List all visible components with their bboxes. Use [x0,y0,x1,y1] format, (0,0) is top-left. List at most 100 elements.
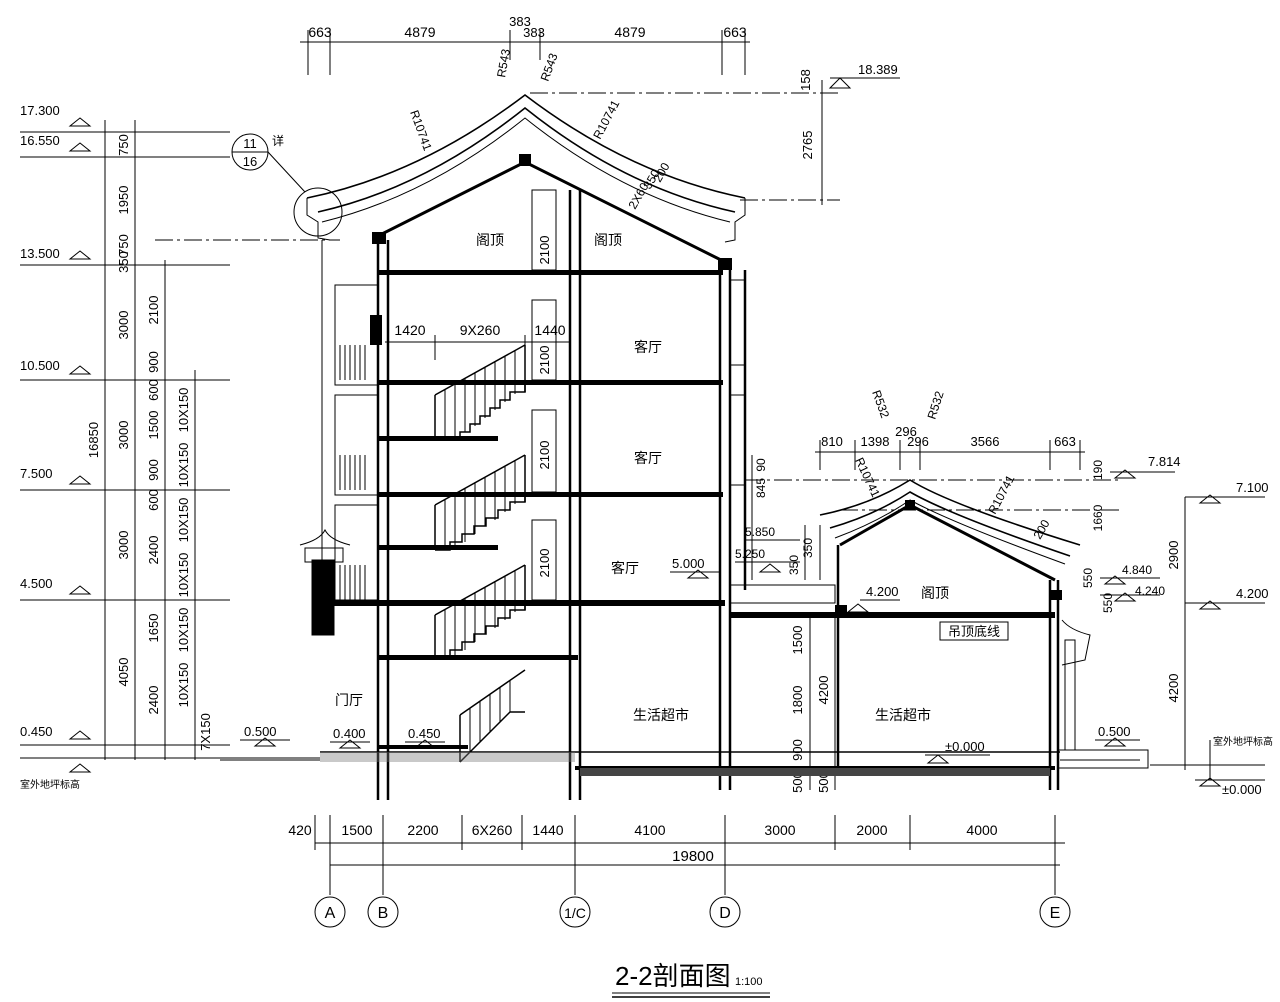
label-market1: 生活超市 [633,707,689,723]
elev-18389: 18.389 [858,62,898,77]
door-h-1: 2100 [537,346,552,375]
market-500b: 500 [816,771,831,793]
axis-bubbles: A B 1/C D E [314,896,1071,928]
market-1500: 1500 [790,626,805,655]
bottom-dim-4: 1440 [532,822,563,838]
dim-4050: 4050 [116,658,131,687]
low-r532-left: R532 [869,388,892,420]
elev-13500: 13.500 [20,246,60,261]
elev-4240: 4.240 [1135,584,1165,598]
dim-900b: 900 [146,459,161,481]
radius-left-apex: R543 [494,48,513,79]
staircase [434,344,526,763]
elev-0450: 0.450 [408,726,441,741]
label-attic-low: 阁顶 [921,585,949,601]
low-550b: 550 [1101,593,1115,613]
market-1800: 1800 [790,686,805,715]
stair-dim-1440: 1440 [534,322,565,338]
bottom-dim-8: 4000 [966,822,997,838]
bottom-dim-1: 1500 [341,822,372,838]
room-labels: 阁顶 阁顶 客厅 客厅 客厅 门厅 生活超市 生活超市 阁顶 吊顶底线 [335,232,1009,723]
drawing-title: 2-2剖面图 1:100 [612,961,770,998]
right-top-dims: 158 2765 18.389 [530,62,900,205]
top-dim-5: 663 [723,24,747,40]
dim-600b: 600 [146,489,161,511]
label-living3: 客厅 [611,560,639,576]
door-heights: 2100 2100 2100 2100 [537,236,552,578]
door-h-0: 2100 [537,236,552,265]
low-dim-3: 296 [907,434,929,449]
low-side-dims: 845 90 190 1660 350 350 550 550 [745,455,1120,613]
low-550a: 550 [1081,568,1095,588]
dim-10x150-e: 10X150 [176,608,191,653]
top-dim-0: 663 [308,24,332,40]
low-building [730,479,1091,790]
right-elevations: 7.814 7.100 4.200 ±0.000 室外地坪标高 2900 420… [1110,454,1273,797]
axis-d: D [719,905,731,922]
dim-3000a: 3000 [116,311,131,340]
left-elevations: 17.300 16.550 13.500 10.500 7.500 4.500 … [20,103,340,791]
market-900: 900 [790,739,805,761]
top-dim-1: 4879 [404,24,435,40]
low-90: 90 [754,458,768,472]
elev-10500: 10.500 [20,358,60,373]
low-1660: 1660 [1091,504,1105,531]
label-ceiling-line: 吊顶底线 [948,624,1000,639]
dim-10x150-f: 10X150 [176,663,191,708]
dim-600a: 600 [146,379,161,401]
label-attic2: 阁顶 [594,232,622,248]
elev-5850: 5.850 [745,525,775,539]
bottom-dim-3: 6X260 [472,822,513,838]
elev-5250: 5.250 [735,547,765,561]
elev-0500-right: 0.500 [1098,724,1131,739]
dim-10x150-d: 10X150 [176,553,191,598]
market-dims: 1500 1800 4200 900 500 500 [790,615,836,793]
dim-10x150-c: 10X150 [176,498,191,543]
label-living2: 客厅 [634,450,662,466]
low-845: 845 [754,478,768,498]
low-350a: 350 [801,538,815,558]
top-dim-2: 383 [509,14,531,29]
bottom-dim-2: 2200 [407,822,438,838]
low-r10741-left: R10741 [852,455,883,499]
low-r532-right: R532 [925,389,947,421]
dim-900a: 900 [146,351,161,373]
low-190: 190 [1091,460,1105,480]
main-roof [306,93,746,264]
stair-dim-1420: 1420 [394,322,425,338]
door-h-3: 2100 [537,549,552,578]
title-scale: 1:100 [735,976,763,988]
dim-158: 158 [798,69,813,91]
dim-750a: 750 [116,134,131,156]
top-dim-4: 4879 [614,24,645,40]
label-lobby: 门厅 [335,692,363,708]
elev-4500: 4.500 [20,576,53,591]
axis-b: B [378,905,389,922]
ground-label-right: 室外地坪标高 [1213,735,1273,748]
dim-1500: 1500 [146,411,161,440]
bottom-dim-7: 2000 [856,822,887,838]
elev-0400: 0.400 [333,726,366,741]
label-living1: 客厅 [634,339,662,355]
low-dim-1: 1398 [861,434,890,449]
detail-reference: 11 16 详 [231,133,343,237]
stair-dims: 1420 9X260 1440 [385,322,570,360]
dim-7x150: 7X150 [198,713,213,751]
elev-0450: 0.450 [20,724,53,739]
title-main: 2-2剖面图 [615,961,731,991]
elev-17300: 17.300 [20,103,60,118]
low-dim-5: 663 [1054,434,1076,449]
detail-note: 详 [272,133,284,148]
detail-bottom: 16 [243,154,257,169]
elev-0500-left: 0.500 [244,724,277,739]
bottom-dim-6: 3000 [764,822,795,838]
ground-label-left: 室外地坪标高 [20,778,80,791]
elev-7100: 7.100 [1236,480,1269,495]
axis-e: E [1050,905,1061,922]
low-top-dims: 810 1398 296 296 3566 663 R532 R532 R107… [815,388,1085,542]
low-200: 200 [1030,517,1052,542]
detail-top: 11 [243,136,257,151]
low-dim-0: 810 [821,434,843,449]
radius-left-roof: R10741 [407,108,435,153]
